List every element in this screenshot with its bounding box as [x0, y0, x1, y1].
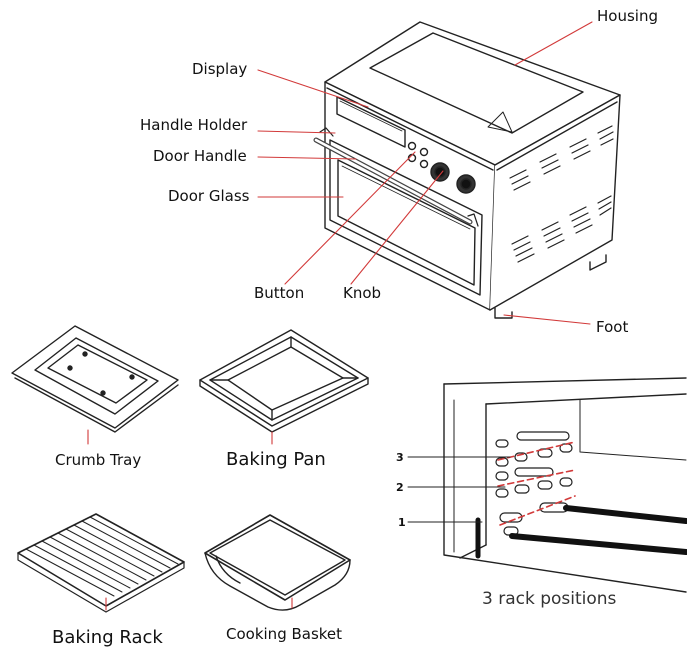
label-rack-positions: 3 rack positions	[482, 589, 617, 609]
oven-illustration	[313, 21, 621, 319]
label-rack-3: 3	[396, 451, 404, 464]
leader-lines	[87, 21, 593, 611]
label-baking-pan: Baking Pan	[226, 449, 326, 470]
crumb-tray-illustration	[11, 325, 179, 433]
baking-rack-illustration	[17, 513, 185, 613]
label-foot: Foot	[596, 318, 629, 336]
label-rack-2: 2	[396, 481, 404, 494]
label-button: Button	[254, 284, 305, 302]
label-baking-rack: Baking Rack	[52, 627, 163, 648]
label-cooking-basket: Cooking Basket	[226, 625, 343, 643]
rack-leader-lines	[407, 456, 511, 523]
label-handle-holder: Handle Holder	[140, 116, 248, 134]
rack-positions-illustration	[443, 377, 687, 593]
cooking-basket-illustration	[204, 514, 351, 611]
label-door-handle: Door Handle	[153, 147, 247, 165]
label-knob: Knob	[343, 284, 382, 302]
label-crumb-tray: Crumb Tray	[55, 451, 142, 469]
label-door-glass: Door Glass	[168, 187, 250, 205]
baking-pan-illustration	[199, 329, 369, 433]
label-housing: Housing	[597, 7, 658, 25]
label-rack-1: 1	[398, 516, 406, 529]
label-display: Display	[192, 60, 248, 78]
